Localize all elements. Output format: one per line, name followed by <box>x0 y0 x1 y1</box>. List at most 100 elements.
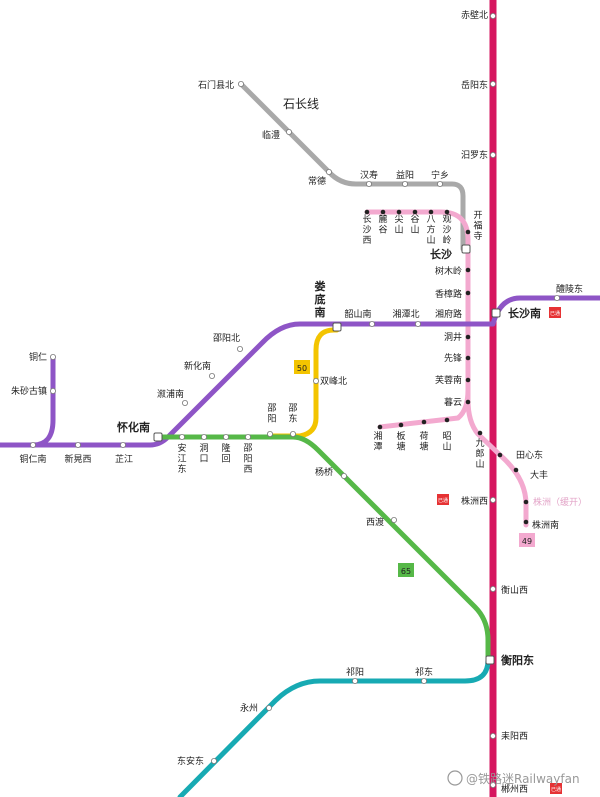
station-yiyang[interactable]: 益阳 <box>396 169 414 181</box>
station-dot[interactable] <box>396 209 402 215</box>
station-guanshaling[interactable]: 观沙岭 <box>442 214 451 246</box>
station-jiulangshan[interactable]: 九郎山 <box>475 438 484 470</box>
station-dafeng[interactable]: 大丰 <box>530 469 548 481</box>
station-zhushaguzhen[interactable]: 朱砂古镇 <box>11 385 47 397</box>
station-circle[interactable] <box>181 399 188 406</box>
station-dot[interactable] <box>477 430 483 436</box>
station-linli[interactable]: 临澧 <box>262 129 280 141</box>
station-circle[interactable] <box>489 496 496 503</box>
station-shuangfengbei[interactable]: 双峰北 <box>320 376 347 387</box>
station-tongren[interactable]: 铜仁 <box>29 351 47 363</box>
station-zhuzhou[interactable]: 株洲（缓开） <box>533 496 587 508</box>
station-circle[interactable] <box>208 372 215 379</box>
station-dot[interactable] <box>398 422 404 428</box>
station-dot[interactable] <box>377 424 383 430</box>
station-dot[interactable] <box>523 519 529 525</box>
station-circle[interactable] <box>489 586 496 593</box>
station-circle[interactable] <box>178 433 185 440</box>
station-circle[interactable] <box>236 345 243 352</box>
station-circle[interactable] <box>75 441 82 448</box>
station-circle[interactable] <box>351 678 358 685</box>
station-loudinan[interactable]: 娄底南 <box>315 279 326 319</box>
station-dot[interactable] <box>465 355 471 361</box>
station-circle[interactable] <box>365 180 372 187</box>
station-zhijiang[interactable]: 芷江 <box>115 453 133 465</box>
station-leiyangxi[interactable]: 耒阳西 <box>501 731 528 742</box>
station-circle[interactable] <box>390 517 397 524</box>
station-dot[interactable] <box>364 209 370 215</box>
interchange-marker[interactable] <box>153 432 163 442</box>
station-hetang[interactable]: 荷塘 <box>419 431 428 453</box>
station-circle[interactable] <box>414 320 421 327</box>
station-circle[interactable] <box>489 12 496 19</box>
station-circle[interactable] <box>489 81 496 88</box>
station-dongkou[interactable]: 洞口 <box>199 443 208 465</box>
station-xiangzhanglu[interactable]: 香樟路 <box>435 288 462 300</box>
station-huaihuanan[interactable]: 怀化南 <box>117 420 150 434</box>
station-jianshan[interactable]: 尖山 <box>394 213 403 236</box>
station-changshanan[interactable]: 长沙南 <box>508 306 541 320</box>
station-circle[interactable] <box>237 81 244 88</box>
station-dot[interactable] <box>444 209 450 215</box>
station-kaifusi[interactable]: 开福寺 <box>473 210 482 242</box>
station-circle[interactable] <box>120 441 127 448</box>
station-yueyangdong[interactable]: 岳阳东 <box>461 79 488 91</box>
station-circle[interactable] <box>554 294 561 301</box>
station-xiangtan[interactable]: 湘潭 <box>373 430 382 453</box>
interchange-marker[interactable] <box>485 655 495 665</box>
station-circle[interactable] <box>401 180 408 187</box>
station-circle[interactable] <box>289 430 296 437</box>
interchange-marker[interactable] <box>332 322 342 332</box>
station-zhaoshan[interactable]: 昭山 <box>442 431 451 453</box>
station-circle[interactable] <box>489 733 496 740</box>
station-dot[interactable] <box>465 334 471 340</box>
station-circle[interactable] <box>489 782 496 789</box>
station-shaodong[interactable]: 邵东 <box>288 403 297 425</box>
station-dot[interactable] <box>380 209 386 215</box>
station-xinhuangxi[interactable]: 新晃西 <box>64 453 91 465</box>
station-bantang[interactable]: 板塘 <box>396 430 405 453</box>
station-xupunan[interactable]: 溆浦南 <box>157 388 184 400</box>
station-qiyang[interactable]: 祁阳 <box>346 666 364 678</box>
station-gushan[interactable]: 谷山 <box>410 214 419 236</box>
station-shaoyangxi[interactable]: 邵阳西 <box>243 443 252 475</box>
station-circle[interactable] <box>325 168 332 175</box>
station-xiangtanbei[interactable]: 湘潭北 <box>392 308 419 320</box>
station-furongnan[interactable]: 芙蓉南 <box>435 374 462 386</box>
station-circle[interactable] <box>222 433 229 440</box>
station-circle[interactable] <box>266 430 273 437</box>
station-shaoyangbei[interactable]: 邵阳北 <box>213 333 240 344</box>
station-circle[interactable] <box>50 387 57 394</box>
station-circle[interactable] <box>420 678 427 685</box>
station-anjiangdong[interactable]: 安江东 <box>177 442 186 475</box>
station-ningxiang[interactable]: 宁乡 <box>431 169 449 181</box>
station-shimenxianbei[interactable]: 石门县北 <box>198 79 234 91</box>
station-yongzhou[interactable]: 永州 <box>240 702 258 714</box>
station-zhuzhouxi[interactable]: 株洲西 <box>461 495 488 507</box>
station-shumuling[interactable]: 树木岭 <box>435 265 462 277</box>
station-dot[interactable] <box>465 290 471 296</box>
station-dot[interactable] <box>465 377 471 383</box>
station-dot[interactable] <box>497 452 503 458</box>
station-circle[interactable] <box>210 758 217 765</box>
station-tongrennan[interactable]: 铜仁南 <box>19 453 46 465</box>
station-circle[interactable] <box>368 320 375 327</box>
interchange-marker[interactable] <box>461 244 471 254</box>
station-miluodong[interactable]: 汨罗东 <box>461 149 488 161</box>
station-tianxindong[interactable]: 田心东 <box>516 449 543 461</box>
interchange-marker[interactable] <box>491 308 501 318</box>
station-hanshou[interactable]: 汉寿 <box>360 169 378 181</box>
station-hengshanxi[interactable]: 衡山西 <box>501 584 528 596</box>
station-dot[interactable] <box>465 267 471 273</box>
station-chibibei[interactable]: 赤壁北 <box>461 9 488 21</box>
station-zhuzhounan[interactable]: 株洲南 <box>532 519 559 531</box>
station-dot[interactable] <box>465 399 471 405</box>
station-dot[interactable] <box>513 467 519 473</box>
station-xiangfulu[interactable]: 湘府路 <box>435 308 462 320</box>
station-bafangshan[interactable]: 八方山 <box>426 215 435 246</box>
station-longhui[interactable]: 隆回 <box>221 442 230 465</box>
station-xinhuanan[interactable]: 新化南 <box>184 360 211 372</box>
station-xidu[interactable]: 西渡 <box>366 516 384 528</box>
station-circle[interactable] <box>244 433 251 440</box>
station-lilingdong[interactable]: 醴陵东 <box>556 283 583 295</box>
